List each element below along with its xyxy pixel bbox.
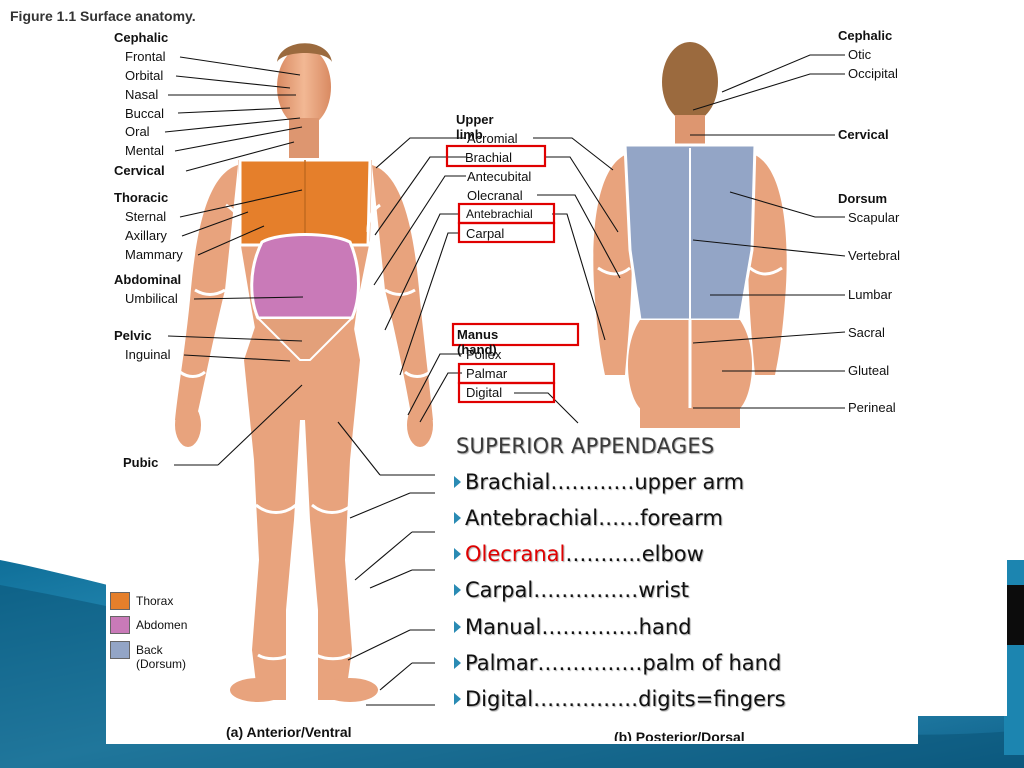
posterior-body-figure — [593, 42, 787, 428]
triangle-bullet-icon — [454, 548, 461, 560]
label-umbilical: Umbilical — [125, 291, 178, 306]
triangle-bullet-icon — [454, 584, 461, 596]
label-palmar: Palmar — [466, 366, 508, 381]
legend-label-abdomen: Abdomen — [136, 618, 188, 632]
appendage-item-digital: Digital……………digits=fingers — [454, 687, 786, 711]
label-frontal: Frontal — [125, 49, 166, 64]
label-axillary: Axillary — [125, 228, 167, 243]
label-olecranal: Olecranal — [467, 188, 523, 203]
label-buccal: Buccal — [125, 106, 165, 121]
appendage-item-manual: Manual…………..hand — [454, 615, 692, 639]
caption-anterior-prefix: (a) — [226, 724, 244, 740]
legend-swatch-thorax — [110, 592, 130, 610]
triangle-bullet-icon — [454, 621, 461, 633]
label-occipital: Occipital — [848, 66, 898, 81]
label-nasal: Nasal — [125, 87, 159, 102]
label-manus: Manus (hand) — [457, 327, 499, 357]
label-brachial: Brachial — [465, 150, 512, 165]
triangle-bullet-icon — [454, 693, 461, 705]
legend-swatch-abdomen — [110, 616, 130, 634]
legend-label-back: Back (Dorsum) — [136, 643, 186, 671]
legend-label-thorax: Thorax — [136, 594, 174, 608]
label-sacral: Sacral — [848, 325, 885, 340]
label-orbital: Orbital — [125, 68, 164, 83]
legend-swatch-back — [110, 641, 130, 659]
label-abdominal: Abdominal — [114, 272, 182, 287]
label-vertebral: Vertebral — [848, 248, 901, 263]
triangle-bullet-icon — [454, 657, 461, 669]
triangle-bullet-icon — [454, 476, 461, 488]
label-mental: Mental — [125, 143, 165, 158]
appendage-item-olecranal: Olecranal………..elbow — [454, 542, 704, 566]
appendage-item-brachial: Brachial…………upper arm — [454, 470, 744, 494]
figure-title: Figure 1.1 Surface anatomy. — [10, 8, 196, 24]
leader-lines — [164, 54, 846, 706]
highlight-boxes — [445, 144, 580, 404]
appendage-item-antebrachial: Antebrachial……forearm — [454, 506, 723, 530]
label-mammary: Mammary — [125, 247, 183, 262]
label-upper-limb: Upper limb — [456, 112, 494, 142]
caption-anterior-text: Anterior/Ventral — [246, 724, 352, 740]
label-dorsum: Dorsum — [838, 191, 888, 206]
label-thoracic: Thoracic — [114, 190, 169, 205]
caption-anterior: (a) Anterior/Ventral — [226, 724, 352, 740]
label-oral: Oral — [125, 124, 150, 139]
triangle-bullet-icon — [454, 512, 461, 524]
label-sternal: Sternal — [125, 209, 167, 224]
label-pubic: Pubic — [123, 455, 159, 470]
label-carpal: Carpal — [466, 226, 505, 241]
label-antebrachial: Antebrachial — [466, 207, 533, 221]
caption-posterior: (b) Posterior/Dorsal — [614, 729, 745, 741]
label-gluteal: Gluteal — [848, 363, 890, 378]
label-digital: Digital — [466, 385, 503, 400]
panel-title: SUPERIOR APPENDAGES — [456, 434, 715, 458]
label-cephalic-posterior: Cephalic — [838, 28, 893, 43]
label-inguinal: Inguinal — [125, 347, 171, 362]
label-cephalic-anterior: Cephalic — [114, 30, 169, 45]
label-scapular: Scapular — [848, 210, 900, 225]
label-lumbar: Lumbar — [848, 287, 893, 302]
appendage-item-carpal: Carpal……………wrist — [454, 578, 689, 602]
label-cervical-anterior: Cervical — [114, 163, 165, 178]
label-acromial: Acromial — [467, 131, 518, 146]
appendage-item-palmar: Palmar……………palm of hand — [454, 651, 781, 675]
label-cervical-posterior: Cervical — [838, 127, 889, 142]
anterior-body-figure — [175, 43, 433, 702]
superior-appendages-panel: SUPERIOR APPENDAGES Brachial…………upper ar… — [437, 428, 1007, 716]
label-perineal: Perineal — [848, 400, 896, 415]
label-pollex: Pollex — [466, 347, 502, 362]
label-pelvic: Pelvic — [114, 328, 152, 343]
label-antecubital: Antecubital — [467, 169, 532, 184]
label-otic: Otic — [848, 47, 872, 62]
